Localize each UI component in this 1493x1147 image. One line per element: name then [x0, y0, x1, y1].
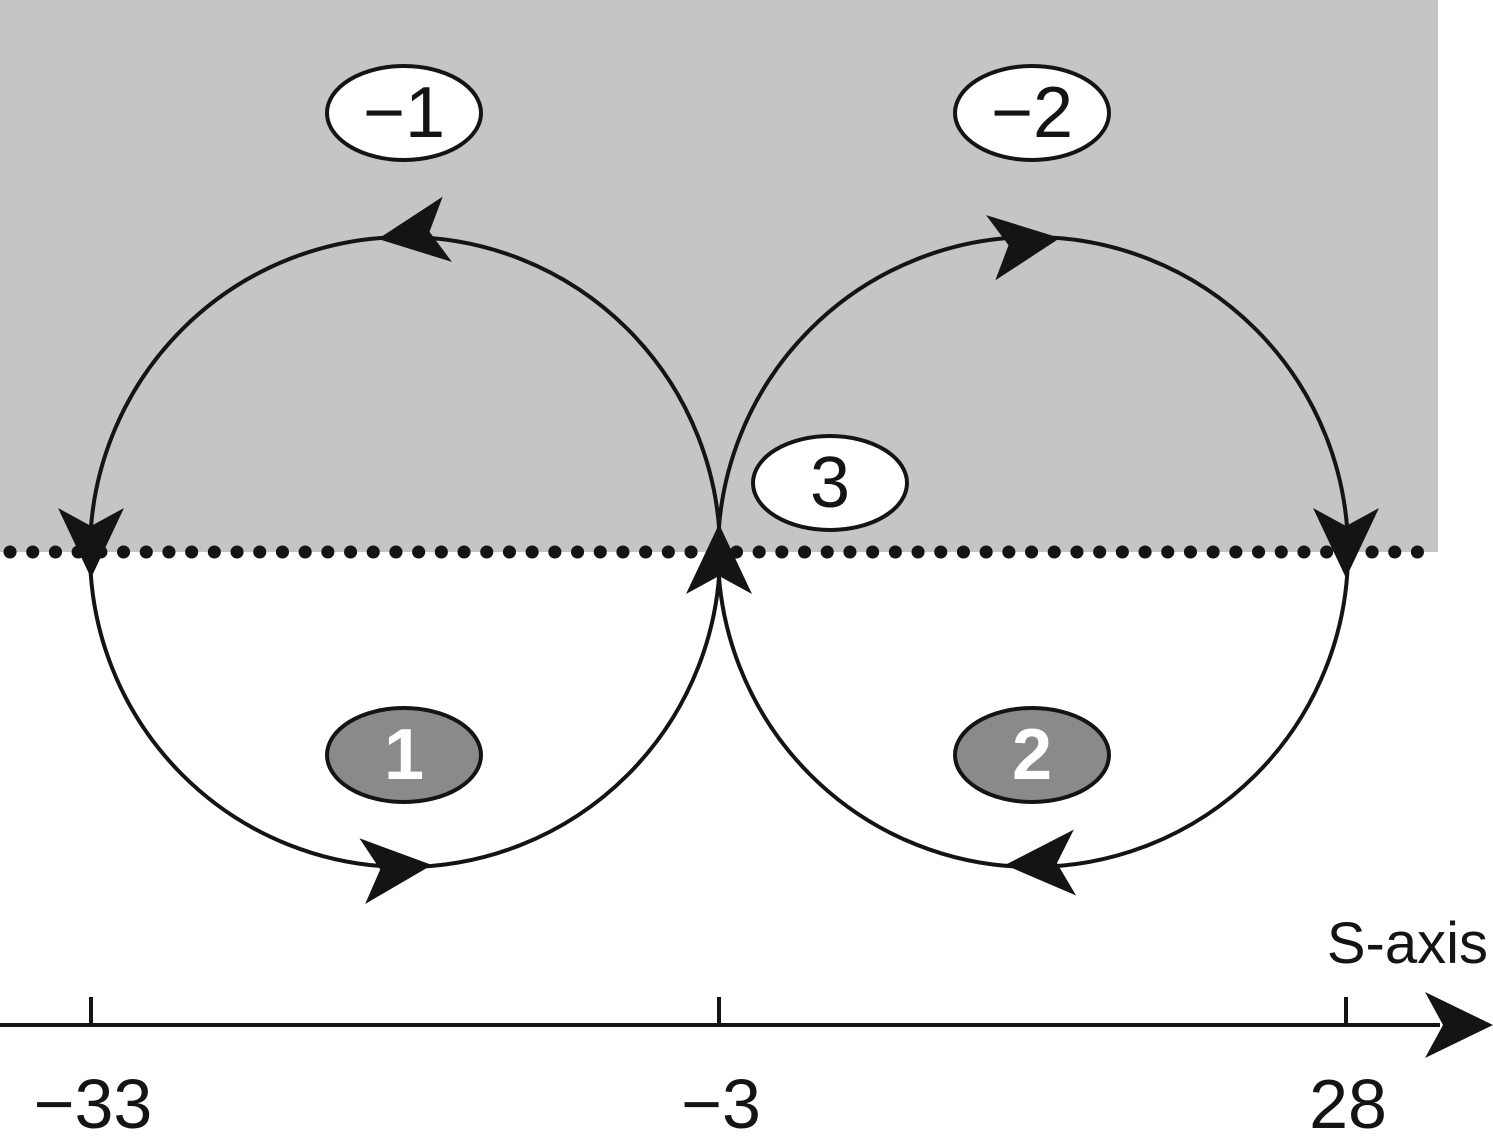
s-axis-label: S-axis: [1327, 911, 1488, 976]
badge-top-left: −1: [325, 64, 483, 162]
badge-center: 3: [751, 434, 909, 532]
badge-top-right-label: −2: [991, 73, 1073, 153]
tick-label-right: 28: [1309, 1065, 1387, 1143]
badge-top-left-label: −1: [363, 73, 445, 153]
badge-top-right: −2: [953, 64, 1111, 162]
tick-label-center: −3: [681, 1065, 761, 1143]
badge-bottom-left-label: 1: [384, 715, 424, 795]
badge-bottom-left: 1: [325, 706, 483, 804]
s-axis: −33 −3 28 S-axis: [0, 911, 1493, 1143]
s-axis-arrowhead: [1425, 992, 1493, 1058]
badge-bottom-right-label: 2: [1012, 715, 1052, 795]
shaded-region: [0, 0, 1438, 552]
arrowhead-left-bottom: [359, 832, 435, 904]
tick-label-left: −33: [34, 1065, 153, 1143]
badge-center-label: 3: [810, 443, 850, 523]
badge-bottom-right: 2: [953, 706, 1111, 804]
